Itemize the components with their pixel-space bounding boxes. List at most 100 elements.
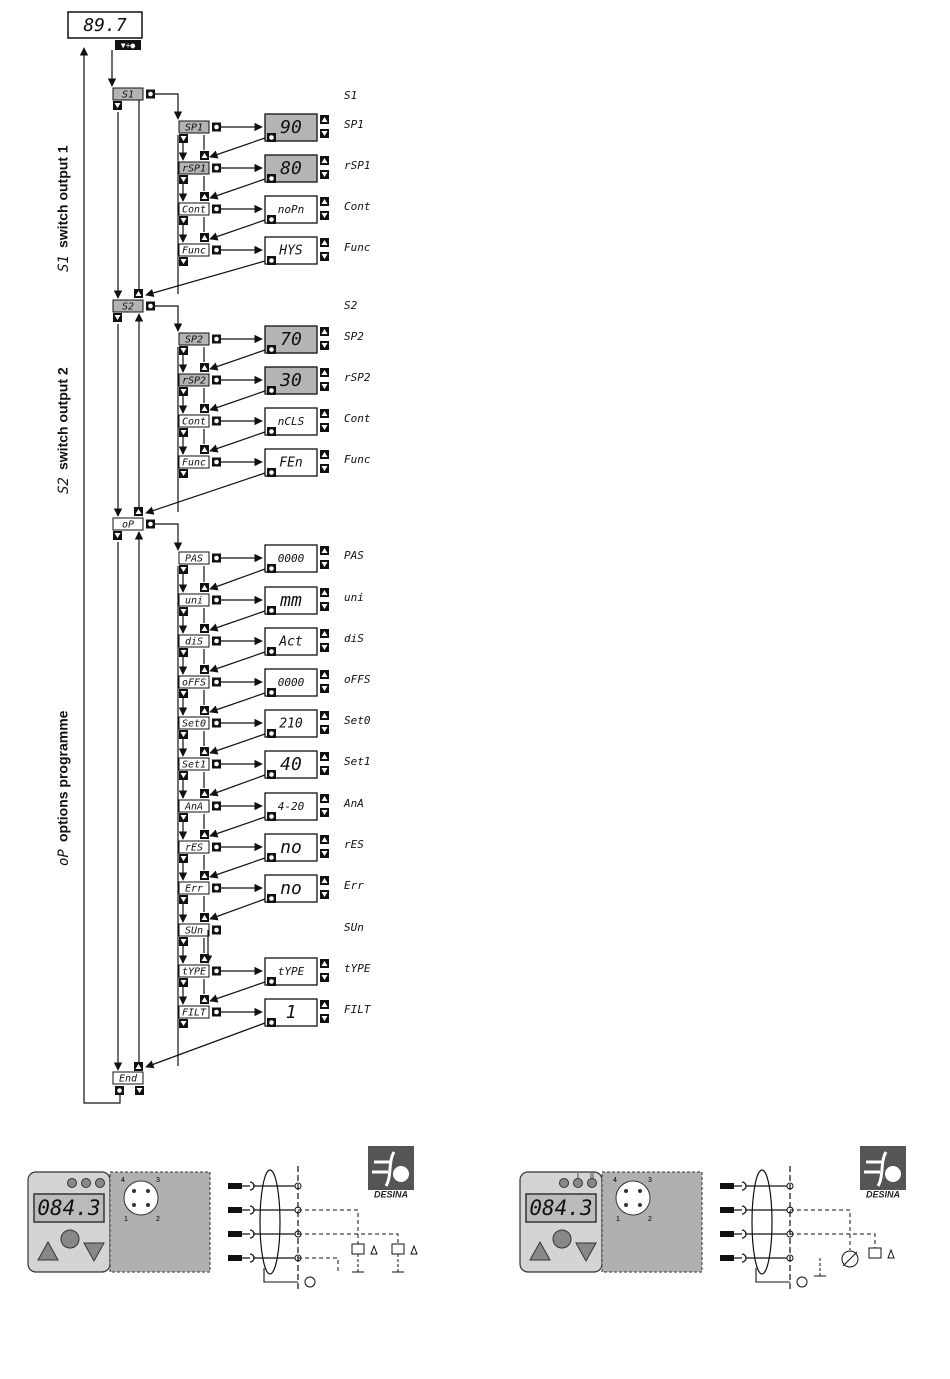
param-rsp2-value-confirm-button[interactable] — [267, 386, 276, 395]
param-ana-up-button[interactable] — [200, 789, 209, 798]
param-offs-box[interactable] — [178, 675, 210, 689]
up-triangle-icon[interactable] — [37, 1240, 59, 1261]
param-set0-up-button[interactable] — [200, 706, 209, 715]
group-op-box[interactable] — [112, 517, 144, 531]
param-res-value-confirm-button[interactable] — [267, 853, 276, 862]
param-type-up-button[interactable] — [200, 954, 209, 963]
param-dis-value-down-button[interactable] — [320, 643, 329, 652]
group-s2-down-button[interactable] — [113, 313, 122, 322]
param-rsp2-value-down-button[interactable] — [320, 382, 329, 391]
set-button-icon[interactable] — [552, 1229, 572, 1249]
param-func-down-button[interactable] — [179, 257, 188, 266]
param-set1-up-button[interactable] — [200, 747, 209, 756]
param-cont-value-down-button[interactable] — [320, 211, 329, 220]
param-sp2-value-confirm-button[interactable] — [267, 345, 276, 354]
param-sp2-down-button[interactable] — [179, 346, 188, 355]
group-op-down-button[interactable] — [113, 531, 122, 540]
param-func-value-confirm-button[interactable] — [267, 256, 276, 265]
param-rsp2-box[interactable] — [178, 373, 210, 387]
param-rsp2-enter-button[interactable] — [212, 375, 221, 385]
param-dis-up-button[interactable] — [200, 624, 209, 633]
param-sp2-enter-button[interactable] — [212, 334, 221, 344]
param-cont-up-button[interactable] — [200, 404, 209, 413]
param-offs-down-button[interactable] — [179, 689, 188, 698]
param-res-value-up-button[interactable] — [320, 835, 329, 844]
group-s1-enter-button[interactable] — [146, 89, 155, 99]
param-set0-enter-button[interactable] — [212, 718, 221, 728]
param-pas-value-confirm-button[interactable] — [267, 564, 276, 573]
param-set0-value-up-button[interactable] — [320, 711, 329, 720]
param-cont-up-button[interactable] — [200, 192, 209, 201]
param-pas-value-up-button[interactable] — [320, 546, 329, 555]
param-offs-value-down-button[interactable] — [320, 684, 329, 693]
param-type-enter-button[interactable] — [212, 966, 221, 976]
param-cont-value-up-button[interactable] — [320, 409, 329, 418]
param-set0-value-down-button[interactable] — [320, 725, 329, 734]
param-uni-value-up-button[interactable] — [320, 588, 329, 597]
down-triangle-icon[interactable] — [83, 1242, 105, 1263]
param-cont-enter-button[interactable] — [212, 416, 221, 426]
group-end-enter-button[interactable] — [115, 1086, 124, 1095]
param-sun-up-button[interactable] — [200, 913, 209, 922]
param-dis-down-button[interactable] — [179, 648, 188, 657]
param-err-value-down-button[interactable] — [320, 890, 329, 899]
group-op-enter-button[interactable] — [146, 519, 155, 529]
param-type-box[interactable] — [178, 964, 210, 978]
param-dis-box[interactable] — [178, 634, 210, 648]
group-op-up-button[interactable] — [134, 507, 143, 516]
param-filt-value-confirm-button[interactable] — [267, 1018, 276, 1027]
param-offs-value-confirm-button[interactable] — [267, 688, 276, 697]
param-ana-down-button[interactable] — [179, 813, 188, 822]
param-cont-value-up-button[interactable] — [320, 197, 329, 206]
param-cont-value-confirm-button[interactable] — [267, 215, 276, 224]
param-rsp1-down-button[interactable] — [179, 175, 188, 184]
param-res-box[interactable] — [178, 840, 210, 854]
param-set0-down-button[interactable] — [179, 730, 188, 739]
param-res-value-down-button[interactable] — [320, 849, 329, 858]
param-cont-box[interactable] — [178, 414, 210, 428]
param-cont-enter-button[interactable] — [212, 204, 221, 214]
param-func-up-button[interactable] — [200, 233, 209, 242]
param-func-enter-button[interactable] — [212, 245, 221, 255]
group-end-up-button[interactable] — [134, 1062, 143, 1071]
param-set1-value-down-button[interactable] — [320, 766, 329, 775]
param-set0-box[interactable] — [178, 716, 210, 730]
param-sp1-value-confirm-button[interactable] — [267, 133, 276, 142]
param-sp1-value-up-button[interactable] — [320, 115, 329, 124]
param-ana-value-down-button[interactable] — [320, 808, 329, 817]
param-cont-value-confirm-button[interactable] — [267, 427, 276, 436]
param-func-value-down-button[interactable] — [320, 252, 329, 261]
param-rsp2-down-button[interactable] — [179, 387, 188, 396]
param-set1-value-confirm-button[interactable] — [267, 770, 276, 779]
param-func-enter-button[interactable] — [212, 457, 221, 467]
param-ana-value-up-button[interactable] — [320, 794, 329, 803]
up-triangle-icon[interactable] — [529, 1240, 551, 1261]
param-offs-value-up-button[interactable] — [320, 670, 329, 679]
param-err-value-up-button[interactable] — [320, 876, 329, 885]
param-res-enter-button[interactable] — [212, 842, 221, 852]
param-func-box[interactable] — [178, 455, 210, 469]
param-err-down-button[interactable] — [179, 895, 188, 904]
param-rsp1-value-down-button[interactable] — [320, 170, 329, 179]
param-func-down-button[interactable] — [179, 469, 188, 478]
param-rsp1-enter-button[interactable] — [212, 163, 221, 173]
param-sp1-down-button[interactable] — [179, 134, 188, 143]
param-err-value-confirm-button[interactable] — [267, 894, 276, 903]
param-sp1-value-down-button[interactable] — [320, 129, 329, 138]
set-button-icon[interactable] — [60, 1229, 80, 1249]
param-func-value-up-button[interactable] — [320, 450, 329, 459]
param-sp1-enter-button[interactable] — [212, 122, 221, 132]
param-type-value-down-button[interactable] — [320, 973, 329, 982]
param-filt-value-up-button[interactable] — [320, 1000, 329, 1009]
down-triangle-icon[interactable] — [575, 1242, 597, 1263]
param-filt-value-down-button[interactable] — [320, 1014, 329, 1023]
param-type-value-up-button[interactable] — [320, 959, 329, 968]
param-type-down-button[interactable] — [179, 978, 188, 987]
param-cont-box[interactable] — [178, 202, 210, 216]
param-func-box[interactable] — [178, 243, 210, 257]
param-dis-value-confirm-button[interactable] — [267, 647, 276, 656]
param-res-down-button[interactable] — [179, 854, 188, 863]
param-type-value-confirm-button[interactable] — [267, 977, 276, 986]
param-sp2-value-up-button[interactable] — [320, 327, 329, 336]
param-rsp2-up-button[interactable] — [200, 363, 209, 372]
